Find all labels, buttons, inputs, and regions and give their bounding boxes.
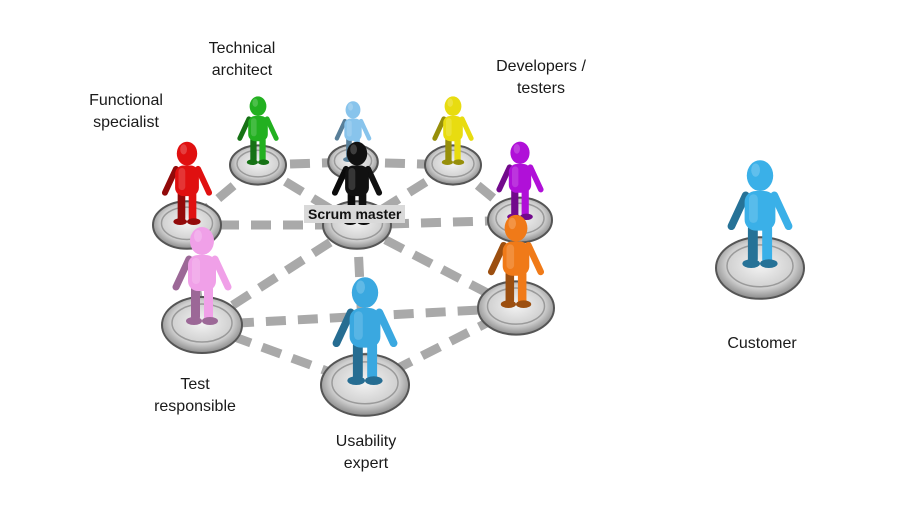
platform-disc-icon <box>477 280 555 336</box>
platform-disc-icon <box>424 144 482 186</box>
label-developers-testers: Developers / testers <box>496 58 586 97</box>
person-figure-icon <box>727 160 793 268</box>
platform-ring <box>236 149 280 178</box>
person-figure-icon <box>496 141 544 220</box>
figure-orange <box>477 214 555 336</box>
label-customer: Customer <box>727 335 797 352</box>
person-figure-icon <box>161 141 213 226</box>
figure-developers-testers <box>424 96 482 186</box>
platform-ring <box>486 287 546 325</box>
platform-ring <box>160 206 214 241</box>
person-figure-icon <box>432 96 474 165</box>
platform-ring <box>431 149 475 178</box>
label-usability-expert: Usability expert <box>335 433 397 472</box>
label-functional-specialist: Functional specialist <box>89 92 163 131</box>
label-test-responsible: Test responsible <box>154 376 236 415</box>
platform-ring <box>726 244 794 288</box>
platform-ring <box>171 303 233 343</box>
platform-disc-icon <box>229 144 287 186</box>
figure-technical-architect <box>229 96 287 186</box>
dashed-connector-15 <box>201 303 517 330</box>
platform-ring <box>331 361 399 405</box>
figure-usability-expert <box>320 277 410 417</box>
person-figure-icon <box>487 214 545 309</box>
platform-disc-icon <box>320 353 410 417</box>
figure-test-responsible <box>161 227 243 354</box>
label-scrum-master: Scrum master <box>304 205 406 223</box>
person-figure-icon <box>172 227 232 325</box>
figure-customer <box>715 160 805 300</box>
person-figure-icon <box>237 96 279 165</box>
platform-disc-icon <box>161 296 243 354</box>
team-figures <box>152 96 805 417</box>
person-figure-icon <box>332 277 398 385</box>
platform-disc-icon <box>715 236 805 300</box>
label-technical-architect: Technical architect <box>208 40 276 79</box>
